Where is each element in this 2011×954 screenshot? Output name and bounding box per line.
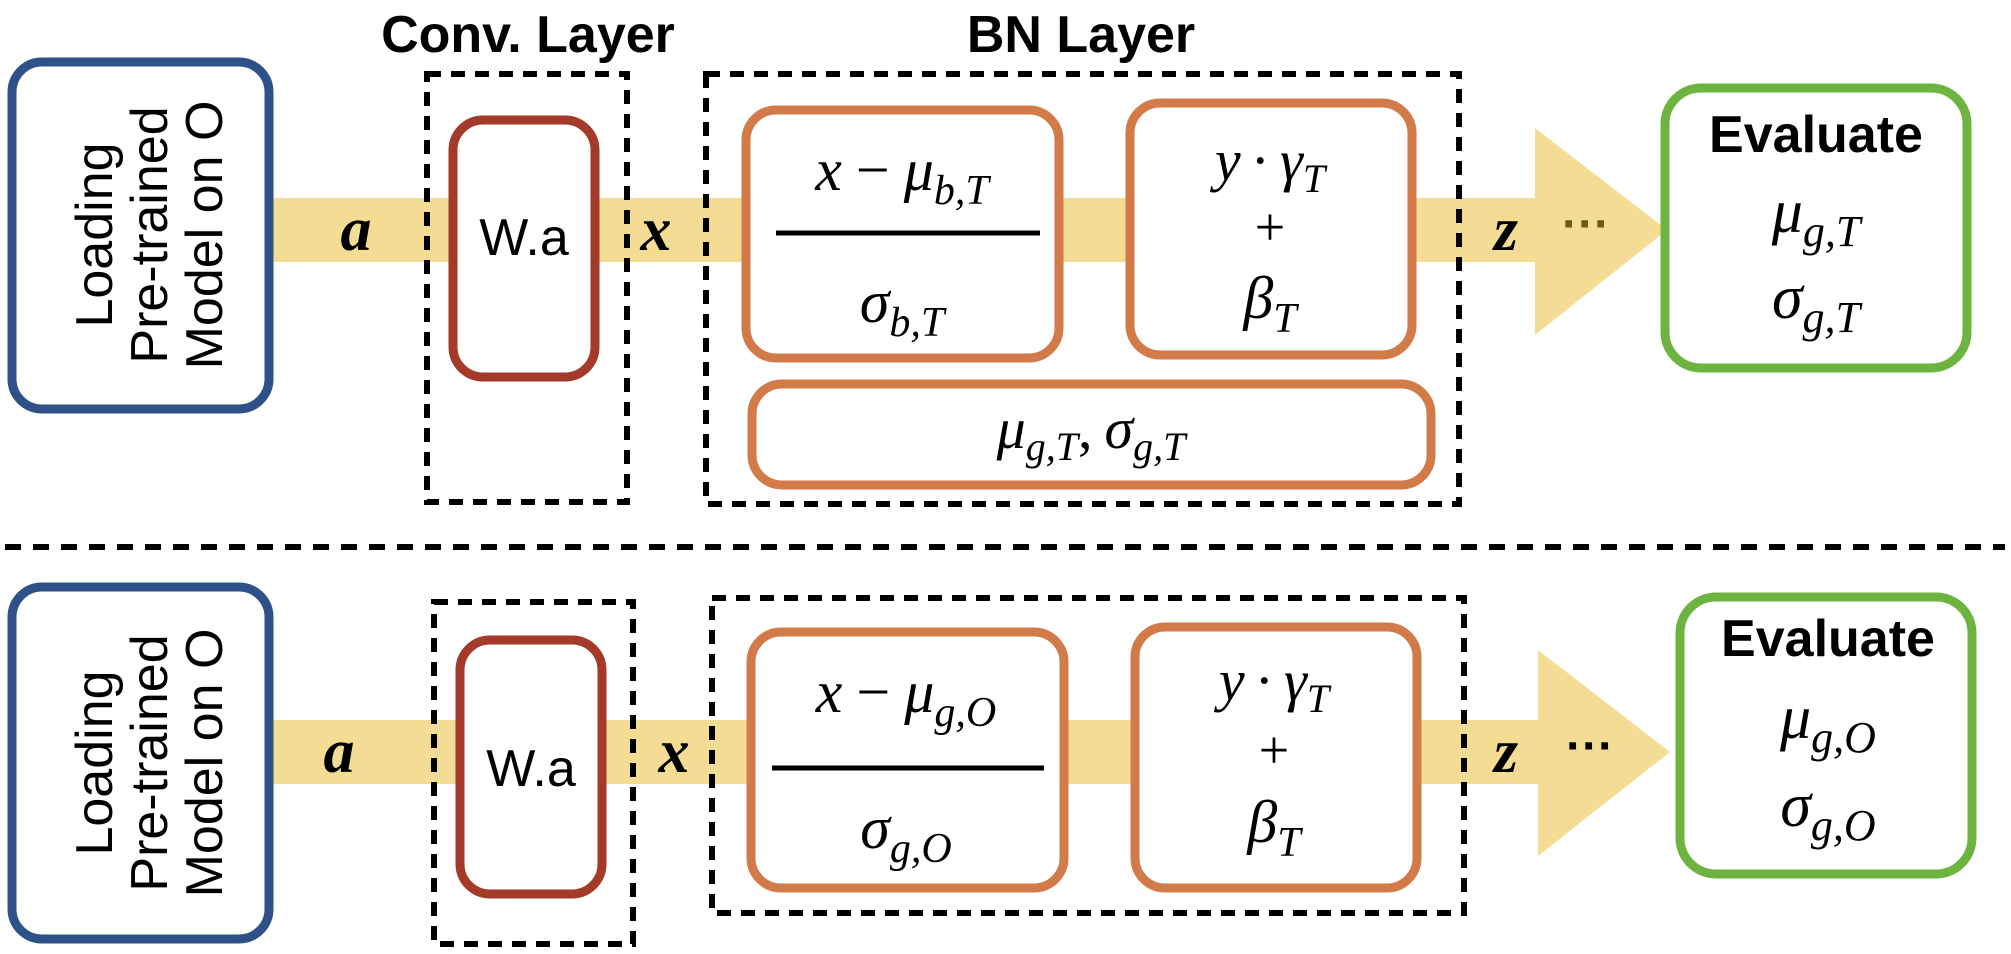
top-stats-box bbox=[747, 379, 1436, 490]
top-norm-num-x: x bbox=[814, 137, 842, 203]
bottom-evaluate-sigma-sub: g,O bbox=[1811, 801, 1876, 850]
bottom-scale-gamma: γ bbox=[1284, 648, 1309, 713]
bottom-loading-line-3: Model on O bbox=[176, 629, 234, 898]
top-scale-plus: + bbox=[1255, 197, 1285, 257]
bottom-norm-num-mu: μ bbox=[903, 659, 934, 725]
top-norm-numerator: x−μb,T bbox=[814, 137, 991, 214]
top-stats-sigma-sub: g,T bbox=[1133, 424, 1188, 469]
top-stats-mu-sub: g,T bbox=[1026, 424, 1081, 469]
top-loading-box bbox=[7, 57, 274, 414]
top-norm-denominator: σb,T bbox=[860, 269, 947, 346]
top-conv-out-var: x bbox=[640, 196, 672, 264]
top-evaluate-mu-sub: g,T bbox=[1803, 207, 1864, 256]
top-norm-num-mu: μ bbox=[903, 137, 934, 203]
top-scale-beta-sub: T bbox=[1273, 296, 1299, 342]
top-stats-comma: , bbox=[1078, 396, 1093, 461]
top-scale-beta: β bbox=[1242, 265, 1273, 331]
top-scale-gamma: γ bbox=[1280, 128, 1305, 193]
bottom-flow-arrow-head bbox=[1538, 650, 1670, 856]
top-norm-num-mu-sub: b,T bbox=[934, 168, 992, 214]
top-scale-box bbox=[1125, 98, 1417, 360]
bottom-evaluate-sigma-line: σg,O bbox=[1780, 772, 1875, 850]
bottom-loading-line-2: Pre-trained bbox=[121, 634, 179, 891]
top-conv-box bbox=[448, 115, 600, 382]
bottom-scale-y: y bbox=[1214, 648, 1245, 713]
top-stats-text: μg,T,σg,T bbox=[996, 396, 1188, 469]
bottom-scale-box bbox=[1130, 622, 1422, 893]
bottom-conv-out-var: x bbox=[658, 718, 690, 786]
top-scale-gamma-line: y·γT bbox=[1210, 128, 1328, 201]
bottom-norm-den-sigma-sub: g,O bbox=[890, 826, 952, 872]
top-input-var: a bbox=[341, 196, 372, 264]
bottom-loading-line-1: Loading bbox=[66, 670, 124, 855]
top-loading-text: Loading Pre-trained Model on O bbox=[66, 101, 234, 370]
top-evaluate-box bbox=[1660, 83, 1972, 373]
top-norm-den-sigma-sub: b,T bbox=[889, 300, 947, 346]
bottom-loading-text: Loading Pre-trained Model on O bbox=[66, 629, 234, 898]
top-conv-text: W.a bbox=[479, 209, 569, 267]
bottom-scale-gamma-line: y·γT bbox=[1214, 648, 1332, 721]
top-ellipsis: ··· bbox=[1562, 198, 1610, 251]
bottom-conv-text: W.a bbox=[486, 740, 576, 798]
top-loading-line-3: Model on O bbox=[176, 101, 234, 370]
top-stats-sigma: σ bbox=[1105, 396, 1136, 461]
bn-layer-header: BN Layer bbox=[967, 6, 1195, 64]
bottom-panel: Loading Pre-trained Model on O a W.a x x… bbox=[7, 582, 1977, 947]
bottom-norm-den-sigma: σ bbox=[860, 795, 892, 861]
top-evaluate-sigma-line: σg,T bbox=[1772, 264, 1864, 342]
bottom-norm-minus: − bbox=[856, 659, 890, 725]
top-evaluate-sigma: σ bbox=[1772, 264, 1805, 332]
top-scale-dot: · bbox=[1251, 128, 1270, 193]
bottom-bn-layer-frame bbox=[709, 595, 1467, 916]
bottom-output-var: z bbox=[1492, 718, 1518, 786]
bottom-scale-beta-line: βT bbox=[1246, 789, 1303, 866]
top-evaluate-sigma-sub: g,T bbox=[1803, 293, 1864, 342]
top-stats-mu: μ bbox=[996, 396, 1026, 461]
bottom-norm-num-mu-sub: g,O bbox=[934, 690, 996, 736]
top-evaluate-mu-line: μg,T bbox=[1771, 178, 1864, 256]
top-evaluate-mu: μ bbox=[1771, 178, 1803, 246]
bottom-norm-box bbox=[746, 627, 1069, 893]
top-norm-minus: − bbox=[856, 137, 890, 203]
top-panel: Loading Pre-trained Model on O a W.a x x… bbox=[7, 57, 1972, 507]
bottom-evaluate-mu-line: μg,O bbox=[1779, 684, 1876, 762]
bottom-input-var: a bbox=[324, 718, 355, 786]
top-bn-layer-frame bbox=[703, 71, 1462, 507]
bottom-evaluate-mu: μ bbox=[1779, 684, 1811, 752]
bottom-scale-gamma-sub: T bbox=[1307, 676, 1332, 721]
top-scale-gamma-sub: T bbox=[1303, 156, 1328, 201]
top-flow-arrow-head bbox=[1535, 128, 1667, 335]
bottom-scale-dot: · bbox=[1255, 648, 1274, 713]
bottom-norm-num-x: x bbox=[815, 659, 843, 725]
top-output-var: z bbox=[1492, 196, 1518, 264]
bottom-scale-beta-sub: T bbox=[1277, 820, 1303, 866]
top-scale-y: y bbox=[1210, 128, 1241, 193]
bottom-evaluate-box bbox=[1675, 592, 1977, 879]
top-evaluate-title: Evaluate bbox=[1709, 106, 1923, 164]
top-loading-line-1: Loading bbox=[66, 142, 124, 327]
bottom-ellipsis: ··· bbox=[1566, 720, 1614, 773]
bottom-norm-denominator: σg,O bbox=[860, 795, 951, 872]
top-conv-layer-frame bbox=[424, 71, 630, 505]
bottom-loading-box bbox=[7, 582, 274, 944]
bottom-norm-numerator: x−μg,O bbox=[815, 659, 996, 736]
bottom-evaluate-title: Evaluate bbox=[1721, 610, 1935, 668]
bottom-scale-beta: β bbox=[1246, 789, 1277, 855]
top-norm-den-sigma: σ bbox=[860, 269, 892, 335]
bottom-scale-plus: + bbox=[1259, 720, 1289, 780]
top-scale-beta-line: βT bbox=[1242, 265, 1299, 342]
bottom-evaluate-mu-sub: g,O bbox=[1811, 713, 1876, 762]
bottom-evaluate-sigma: σ bbox=[1780, 772, 1813, 840]
bottom-conv-layer-frame bbox=[431, 599, 636, 947]
top-loading-line-2: Pre-trained bbox=[121, 106, 179, 363]
bottom-conv-box bbox=[455, 635, 607, 899]
conv-layer-header: Conv. Layer bbox=[381, 6, 675, 64]
